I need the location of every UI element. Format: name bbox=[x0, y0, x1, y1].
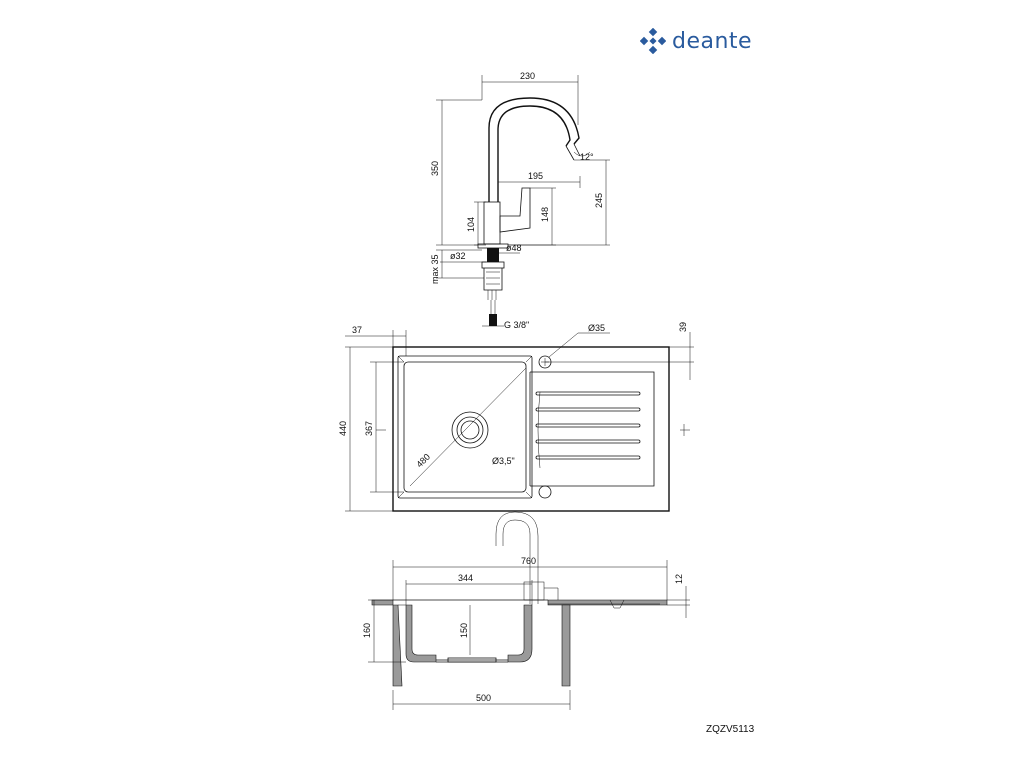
bowl-wall-left bbox=[398, 604, 437, 663]
dim-344: 344 bbox=[458, 573, 473, 583]
sink-top-view: 480 Ø3,5" 37 Ø35 39 440 367 bbox=[338, 322, 694, 512]
sink-side-section: 760 344 12 160 150 500 bbox=[362, 511, 690, 710]
dim-ø48: ø48 bbox=[506, 243, 522, 253]
dim-ø32: ø32 bbox=[450, 251, 466, 261]
dim-245: 245 bbox=[594, 193, 604, 208]
faucet-lever bbox=[499, 187, 531, 233]
drainer-board bbox=[530, 371, 655, 487]
dim-350: 350 bbox=[430, 161, 440, 176]
dim-230: 230 bbox=[520, 71, 535, 81]
faucet-deck bbox=[487, 248, 499, 262]
deante-logo-icon bbox=[640, 28, 666, 54]
dim-angle-12: 12° bbox=[580, 152, 594, 162]
dim-480: 480 bbox=[414, 452, 432, 470]
dim-760: 760 bbox=[521, 556, 536, 566]
faucet-spout-outer bbox=[488, 97, 580, 202]
brand-name: deante bbox=[672, 28, 753, 54]
drain-outer bbox=[451, 411, 489, 449]
bowl-wall-right bbox=[507, 604, 533, 663]
dim-150: 150 bbox=[459, 623, 469, 638]
overflow-hole bbox=[538, 485, 552, 499]
faucet-drawing: 230 350 195 245 104 148 12° ø32 ø48 max … bbox=[430, 71, 610, 330]
dim-367: 367 bbox=[364, 421, 374, 436]
dim-148: 148 bbox=[540, 207, 550, 222]
dim-thread: G 3/8" bbox=[504, 320, 529, 330]
brand-logo: deante bbox=[640, 28, 752, 54]
dim-500: 500 bbox=[476, 693, 491, 703]
faucet-body bbox=[483, 201, 501, 245]
dim-104: 104 bbox=[466, 217, 476, 232]
drain-flange bbox=[447, 657, 497, 663]
drain-inner bbox=[460, 420, 480, 440]
dim-12: 12 bbox=[674, 574, 684, 584]
faucet-spout-inner bbox=[497, 105, 571, 202]
dim-160: 160 bbox=[362, 623, 372, 638]
sink-outline bbox=[392, 346, 670, 512]
cabinet-right bbox=[561, 604, 571, 687]
dim-440: 440 bbox=[338, 421, 348, 436]
hose-thread bbox=[489, 314, 497, 326]
drainer-ribs bbox=[535, 391, 641, 469]
dim-39: 39 bbox=[678, 322, 688, 332]
dim-max-35: max 35 bbox=[430, 254, 440, 284]
dim-195: 195 bbox=[528, 171, 543, 181]
dim-ø35: Ø35 bbox=[588, 323, 605, 333]
dim-37: 37 bbox=[352, 325, 362, 335]
sink-bowl bbox=[403, 361, 527, 493]
model-code: ZQZV5113 bbox=[706, 724, 755, 735]
dim-drain: Ø3,5" bbox=[492, 456, 515, 466]
